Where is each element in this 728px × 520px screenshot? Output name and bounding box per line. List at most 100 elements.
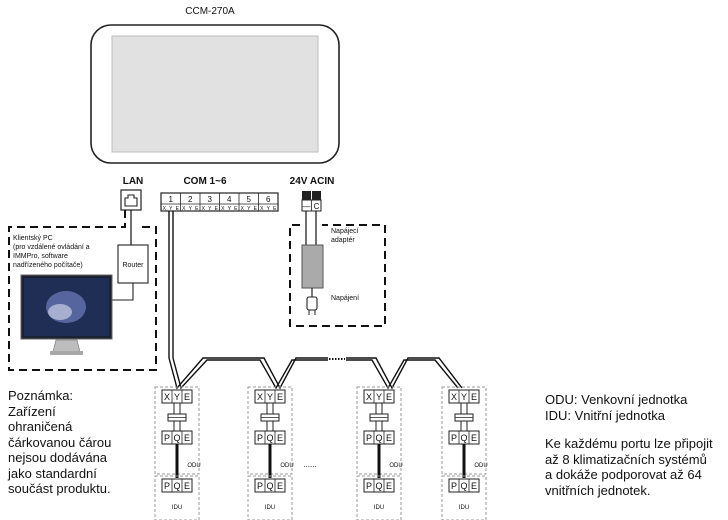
idu-pqe-terminal bbox=[254, 478, 286, 493]
power-screw-1 bbox=[302, 191, 311, 200]
com-terminal: E bbox=[195, 206, 199, 212]
lan-label: LAN bbox=[123, 176, 144, 187]
com-terminal: X bbox=[182, 206, 186, 212]
odu-xye-terminal bbox=[254, 389, 286, 404]
com-port-2-label: 2 bbox=[188, 195, 193, 204]
note-left-line3: ohraničená bbox=[8, 419, 73, 434]
com-terminal: Y bbox=[247, 206, 251, 212]
idu-pqe-terminal bbox=[161, 478, 193, 493]
com-terminal: X bbox=[202, 206, 206, 212]
com-terminal: E bbox=[254, 206, 258, 212]
idu-frame bbox=[247, 475, 293, 520]
odu-xye-terminal-letter: X bbox=[366, 392, 372, 402]
idu-pqe-terminal-letter: Q bbox=[173, 481, 180, 491]
odu-xye-terminal-letter: X bbox=[451, 392, 457, 402]
odu-pqe-terminal-letter: Q bbox=[173, 433, 180, 443]
odu-pqe-terminal-letter: Q bbox=[460, 433, 467, 443]
note-left-line7: součást produktu. bbox=[8, 481, 111, 496]
ccm-270a-device: CCM-270A bbox=[90, 6, 340, 164]
note-left-line5: nejsou dodávána bbox=[8, 450, 108, 465]
odu-label: ODU bbox=[187, 463, 200, 469]
odu-xye-terminal-letter: E bbox=[277, 392, 283, 402]
power-terminal-1: — bbox=[303, 202, 311, 211]
right-note: ODU: Venkovní jednotka IDU: Vnitřní jedn… bbox=[545, 392, 727, 498]
odu-xye-terminal-letter: E bbox=[184, 392, 190, 402]
odu-pqe-terminal-letter: P bbox=[164, 433, 170, 443]
note-left-line2: Zařízení bbox=[8, 403, 56, 419]
odu-xye-terminal-letter: E bbox=[471, 392, 477, 402]
note-right-line2: IDU: Vnitřní jednotka bbox=[545, 407, 665, 423]
idu-pqe-terminal-letter: Q bbox=[266, 481, 273, 491]
com-terminal: E bbox=[234, 206, 238, 212]
odu-xye-terminal-letter: X bbox=[164, 392, 170, 402]
note-left-line4: čárkovanou čárou bbox=[8, 434, 112, 450]
idu-label: IDU bbox=[459, 505, 469, 511]
odu-pqe-terminal-letter: P bbox=[451, 433, 457, 443]
odu-xye-terminal bbox=[363, 389, 395, 404]
com-terminal: Y bbox=[228, 206, 232, 212]
router-box bbox=[117, 244, 149, 284]
power-adapter bbox=[301, 244, 324, 289]
com-terminal: X bbox=[241, 206, 245, 212]
odu-pqe-terminal-letter: E bbox=[184, 433, 190, 443]
lan-port bbox=[120, 189, 142, 211]
idu-pqe-terminal bbox=[363, 478, 395, 493]
odu-pqe-terminal-letter: E bbox=[386, 433, 392, 443]
plug-icon bbox=[306, 296, 318, 311]
com-terminal: Y bbox=[169, 206, 173, 212]
com-port-3-label: 3 bbox=[208, 195, 213, 204]
com-terminal: Y bbox=[267, 206, 271, 212]
com-terminal: Y bbox=[208, 206, 212, 212]
pc-label-line3: IMMPro, software bbox=[13, 253, 68, 260]
com-terminal: X bbox=[260, 206, 264, 212]
com-port-6-label: 6 bbox=[266, 195, 271, 204]
idu-frame bbox=[441, 475, 487, 520]
idu-label: IDU bbox=[265, 505, 275, 511]
idu-pqe-terminal-letter: E bbox=[386, 481, 392, 491]
odu-xye-terminal-letter: Y bbox=[174, 392, 180, 402]
com-terminal: E bbox=[273, 206, 277, 212]
pc-label-line4: nadřízeného počítače) bbox=[13, 262, 83, 269]
note-right-line1: ODU: Venkovní jednotka bbox=[545, 392, 688, 407]
router-label: Router bbox=[122, 262, 144, 269]
device-model-label: CCM-270A bbox=[185, 6, 235, 17]
power-supply-label: Napájení bbox=[331, 295, 359, 302]
com-port-5-label: 5 bbox=[247, 195, 252, 204]
note-right-line3: Ke každému portu lze připojit bbox=[545, 436, 713, 451]
odu-pqe-terminal-letter: P bbox=[257, 433, 263, 443]
idu-pqe-terminal-letter: P bbox=[257, 481, 263, 491]
note-right-line4: až 8 klimatizačních systémů bbox=[545, 451, 707, 467]
com-bus-wiring bbox=[168, 211, 463, 390]
note-right-line5: a dokáže podporovat až 64 bbox=[545, 467, 702, 482]
com-terminal: E bbox=[215, 206, 219, 212]
com-terminal: E bbox=[176, 206, 180, 212]
power-adapter-box: Napájecí adaptér Napájení bbox=[289, 211, 386, 327]
com-terminal: X bbox=[221, 206, 225, 212]
power-screw-2 bbox=[312, 191, 321, 200]
pc-label-line2: (pro vzdálené ovládání a bbox=[13, 244, 90, 251]
odu-pqe-terminal-letter: Q bbox=[266, 433, 273, 443]
client-pc-box: Klientský PC (pro vzdálené ovládání a IM… bbox=[8, 210, 157, 371]
adapter-label-line2: adaptér bbox=[331, 237, 355, 244]
left-note: Poznámka: Zařízení ohraničená čárkovanou… bbox=[8, 388, 148, 497]
units-ellipsis: ...... bbox=[303, 460, 316, 469]
com-label: COM 1~6 bbox=[183, 176, 227, 187]
com-port-4-label: 4 bbox=[227, 195, 232, 204]
idu-pqe-terminal-letter: P bbox=[164, 481, 170, 491]
pc-label-line1: Klientský PC bbox=[13, 235, 53, 242]
odu-xye-terminal bbox=[161, 389, 193, 404]
odu-label: ODU bbox=[474, 463, 487, 469]
idu-pqe-terminal-letter: P bbox=[366, 481, 372, 491]
adapter-label-line1: Napájecí bbox=[331, 228, 359, 235]
com-terminal: X bbox=[163, 206, 167, 212]
odu-xye-terminal bbox=[448, 389, 480, 404]
idu-label: IDU bbox=[374, 505, 384, 511]
odu-label: ODU bbox=[389, 463, 402, 469]
